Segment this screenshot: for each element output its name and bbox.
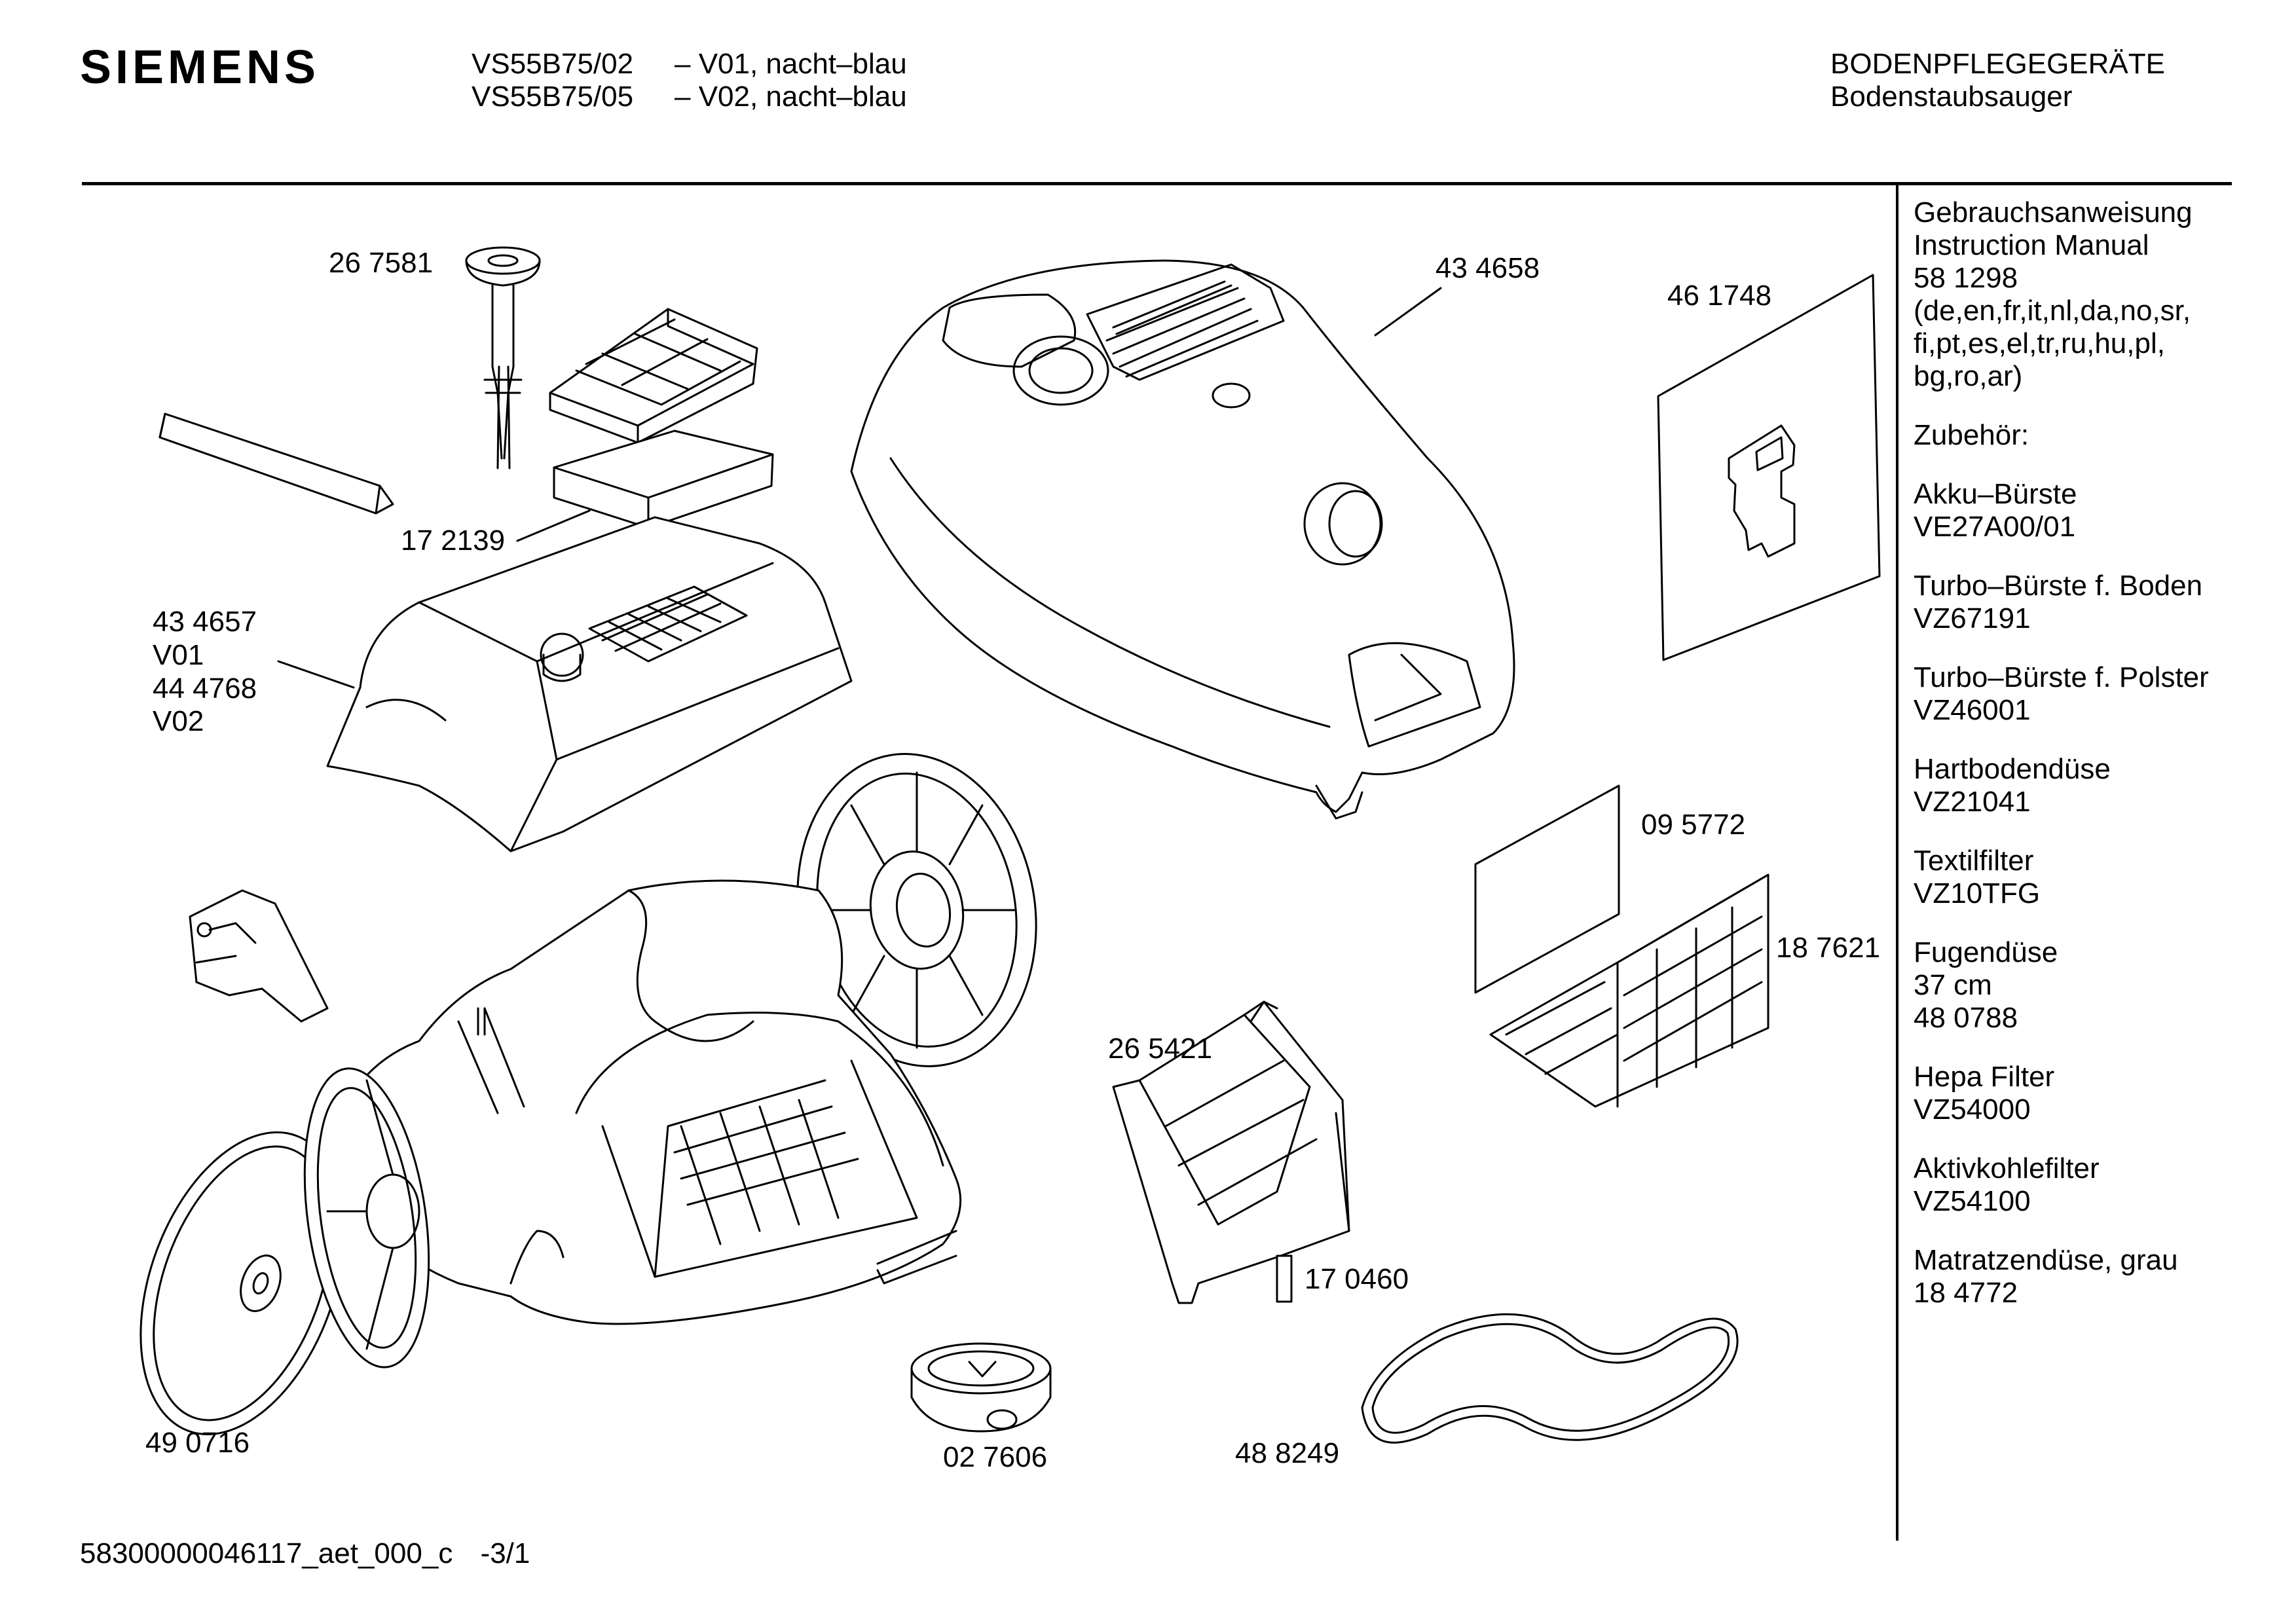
part-label-027606: 02 7606 xyxy=(943,1441,1048,1473)
accessory-item: Aktivkohlefilter VZ54100 xyxy=(1914,1152,2209,1218)
document-id: 58300000046117_aet_000_c xyxy=(80,1537,453,1569)
cover-lid-part xyxy=(326,516,853,852)
accessory-name: Textilfilter xyxy=(1914,845,2034,877)
part-label-461748: 46 1748 xyxy=(1667,280,1772,312)
dust-bag-part xyxy=(1657,274,1881,661)
accessory-name: Turbo–Bürste f. Boden xyxy=(1914,570,2203,602)
accessory-name: Fugendüse xyxy=(1914,936,2058,968)
category-title: BODENPFLEGEGERÄTE xyxy=(1830,48,2166,80)
front-wheel-part xyxy=(303,1067,430,1368)
label-tag-part xyxy=(1276,1255,1293,1303)
part-label-095772: 09 5772 xyxy=(1641,809,1746,841)
accessory-item: Textilfilter VZ10TFG xyxy=(1914,845,2209,910)
accessory-item: Turbo–Bürste f. Boden VZ67191 xyxy=(1914,570,2209,635)
siemens-logo: SIEMENS xyxy=(80,41,320,94)
accessory-code: VZ10TFG xyxy=(1914,877,2041,909)
manual-line: (de,en,fr,it,nl,da,no,sr, xyxy=(1914,295,2191,327)
part-label-488249: 48 8249 xyxy=(1235,1437,1340,1469)
model-code-2: VS55B75/05 xyxy=(472,81,634,113)
footer: 58300000046117_aet_000_c -3/1 xyxy=(80,1537,530,1570)
page-number: -3/1 xyxy=(480,1537,530,1569)
side-wheel-part xyxy=(796,753,1037,1067)
accessory-name: Aktivkohlefilter xyxy=(1914,1152,2100,1184)
sidebar-rule xyxy=(1896,185,1898,1541)
model-variant-2: – V02, nacht–blau xyxy=(675,81,907,113)
drive-belt-part xyxy=(1361,1313,1739,1444)
manual-line: bg,ro,ar) xyxy=(1914,360,2023,392)
part-label-267581: 26 7581 xyxy=(329,247,434,279)
leader-434658 xyxy=(1374,287,1442,337)
housing-cover-part xyxy=(850,259,1515,820)
accessory-code: VZ54100 xyxy=(1914,1185,2031,1217)
accessory-code: VZ54000 xyxy=(1914,1093,2031,1126)
manual-line: Instruction Manual xyxy=(1914,229,2149,261)
accessories-heading: Zubehör: xyxy=(1914,419,2029,451)
filter-cage-part xyxy=(549,308,758,444)
seal-strip-part xyxy=(158,412,394,515)
accessory-item: Turbo–Bürste f. Polster VZ46001 xyxy=(1914,661,2209,727)
part-label-434657: 43 4657 xyxy=(153,606,257,638)
part-label-434658: 43 4658 xyxy=(1435,252,1540,284)
manual-line: 58 1298 xyxy=(1914,262,2018,294)
accessory-name: Akku–Bürste xyxy=(1914,478,2077,510)
accessory-sidebar: Gebrauchsanweisung Instruction Manual 58… xyxy=(1914,196,2209,1336)
pin-part xyxy=(465,246,541,469)
accessory-code: VZ21041 xyxy=(1914,786,2031,818)
bag-holder-part xyxy=(1112,1000,1350,1304)
manual-group: Gebrauchsanweisung Instruction Manual 58… xyxy=(1914,196,2209,393)
flat-filter-part xyxy=(1474,784,1620,994)
accessory-name: Hartbodendüse xyxy=(1914,753,2111,785)
hose-clip-part xyxy=(189,889,329,1023)
model-variant-1: – V01, nacht–blau xyxy=(675,48,907,80)
accessory-code: VE27A00/01 xyxy=(1914,511,2076,543)
leader-434657 xyxy=(277,660,355,689)
accessory-code: 18 4772 xyxy=(1914,1277,2018,1309)
part-label-v02: V02 xyxy=(153,705,204,737)
rear-wheel-part xyxy=(139,1131,345,1436)
part-label-490716: 49 0716 xyxy=(145,1427,250,1459)
subcategory-title: Bodenstaubsauger xyxy=(1830,81,2073,113)
model-code-1: VS55B75/02 xyxy=(472,48,634,80)
accessory-item: Akku–Bürste VE27A00/01 xyxy=(1914,478,2209,543)
accessory-item: Hartbodendüse VZ21041 xyxy=(1914,753,2209,818)
leader-172139 xyxy=(516,509,591,542)
header-rule xyxy=(82,182,2232,185)
accessory-name: Turbo–Bürste f. Polster xyxy=(1914,661,2209,693)
part-label-172139: 17 2139 xyxy=(401,524,506,557)
cord-cap-part xyxy=(910,1342,1052,1433)
accessory-item: Hepa Filter VZ54000 xyxy=(1914,1061,2209,1126)
part-label-187621: 18 7621 xyxy=(1776,932,1881,964)
accessory-name: Hepa Filter xyxy=(1914,1061,2055,1093)
manual-line: fi,pt,es,el,tr,ru,hu,pl, xyxy=(1914,327,2165,359)
accessory-detail: 37 cm xyxy=(1914,969,1992,1001)
filter-grid-part xyxy=(1489,873,1769,1108)
filter-pad-part xyxy=(553,430,774,529)
accessory-item: Fugendüse 37 cm 48 0788 xyxy=(1914,936,2209,1035)
part-label-444768: 44 4768 xyxy=(153,672,257,705)
accessory-code: VZ46001 xyxy=(1914,694,2031,726)
accessory-name: Matratzendüse, grau xyxy=(1914,1244,2178,1276)
part-label-v01: V01 xyxy=(153,639,204,671)
accessory-code: VZ67191 xyxy=(1914,602,2031,634)
accessory-code: 48 0788 xyxy=(1914,1002,2018,1034)
part-label-170460: 17 0460 xyxy=(1305,1263,1409,1295)
accessories-heading-group: Zubehör: xyxy=(1914,419,2209,452)
part-label-265421: 26 5421 xyxy=(1108,1033,1213,1065)
accessory-item: Matratzendüse, grau 18 4772 xyxy=(1914,1244,2209,1310)
manual-line: Gebrauchsanweisung xyxy=(1914,196,2193,229)
